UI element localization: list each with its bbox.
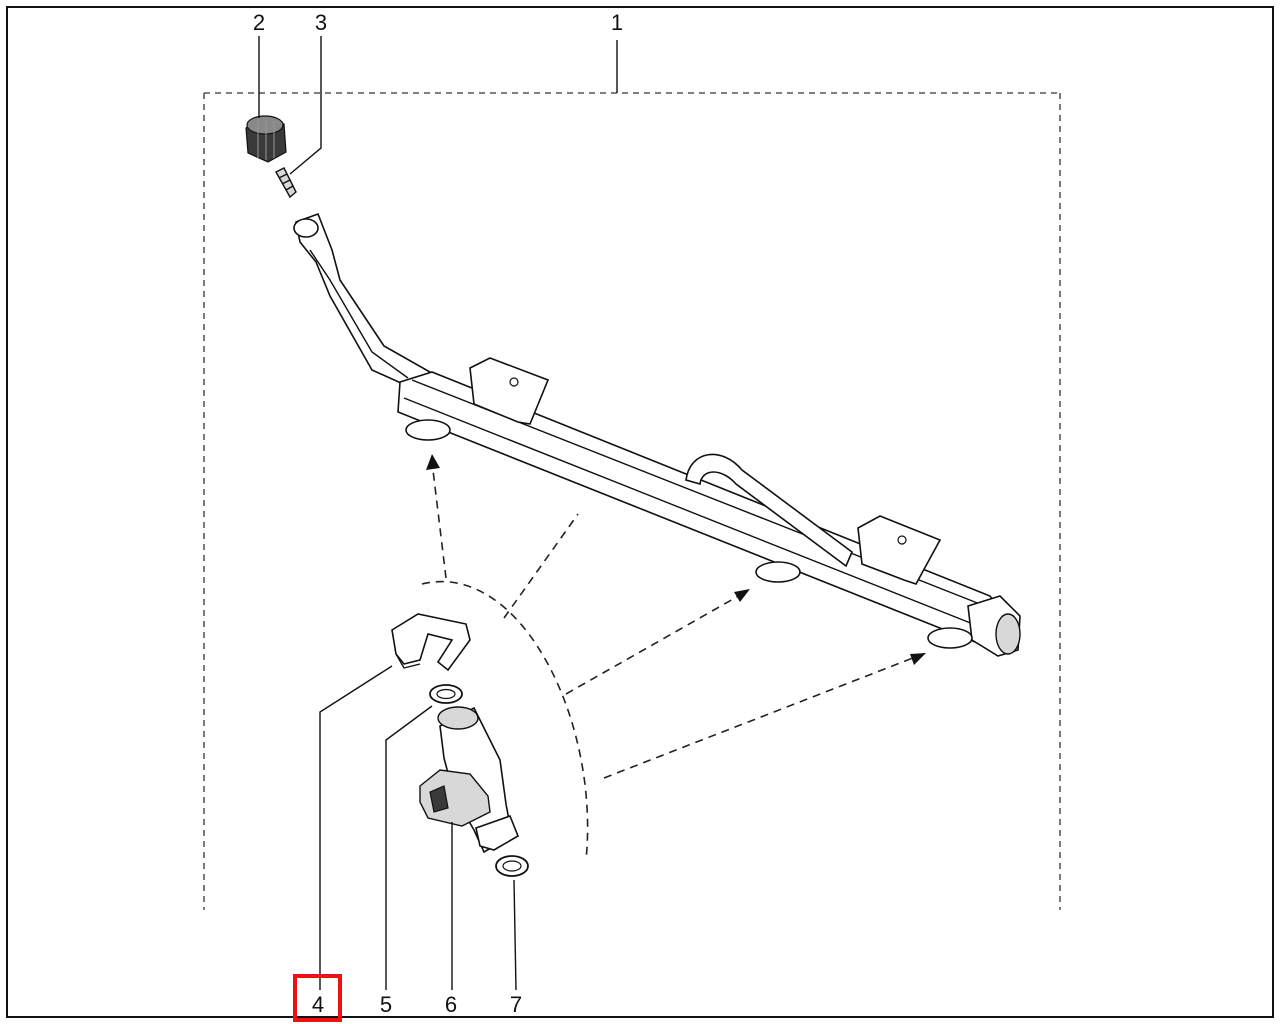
diagram-border <box>6 6 1274 1018</box>
leader-line-7 <box>513 879 517 991</box>
callout-2[interactable]: 2 <box>253 10 265 35</box>
assembly-bracket <box>203 40 1061 910</box>
lower-o-ring-part[interactable] <box>495 855 529 877</box>
upper-o-ring-part[interactable] <box>429 684 463 704</box>
fuel-rail-part[interactable] <box>293 212 1021 657</box>
callout-6[interactable]: 6 <box>445 992 457 1017</box>
callout-5[interactable]: 5 <box>380 992 392 1017</box>
leader-line-5 <box>385 705 433 990</box>
injector-part[interactable] <box>419 706 519 854</box>
installation-arrows <box>421 454 926 861</box>
valve-part[interactable] <box>275 167 297 199</box>
callout-7[interactable]: 7 <box>510 992 522 1017</box>
clip-part[interactable] <box>391 613 471 672</box>
callout-3[interactable]: 3 <box>315 10 327 35</box>
leader-line-4 <box>319 665 393 990</box>
callout-1[interactable]: 1 <box>611 10 623 35</box>
callout-4[interactable]: 4 <box>312 992 324 1017</box>
highlight-box-callout-4 <box>293 974 342 1022</box>
leader-line-3 <box>289 36 322 175</box>
cap-part[interactable] <box>245 115 287 163</box>
